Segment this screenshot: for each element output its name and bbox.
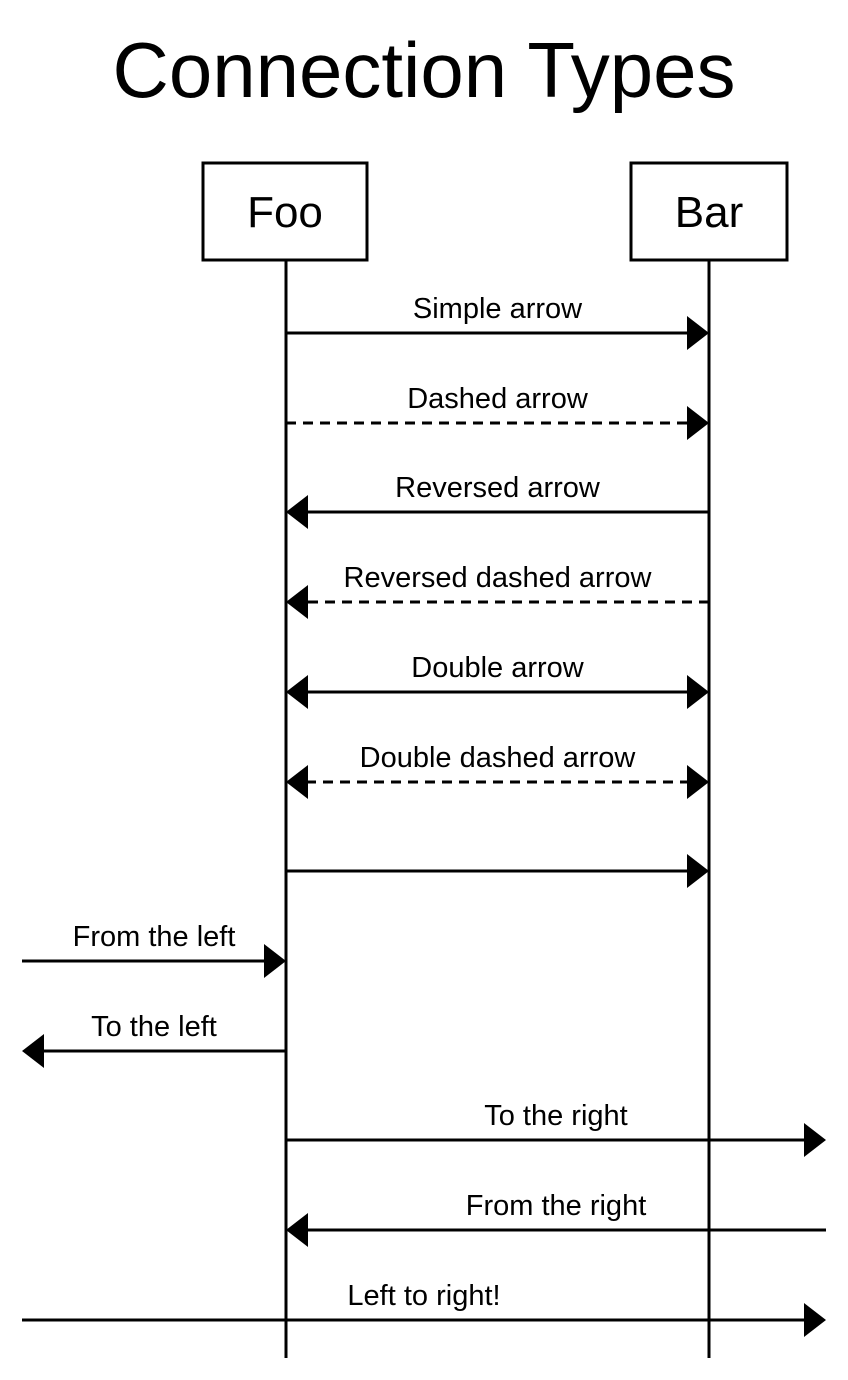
participant-label: Bar [675,188,743,237]
connection-label: Left to right! [347,1280,500,1312]
connection: Left to right! [22,1280,826,1337]
connection-label: To the right [484,1100,627,1132]
connection-label: To the left [91,1011,217,1043]
arrowhead [286,585,308,619]
connection: To the left [22,1011,286,1068]
arrowhead [264,944,286,978]
arrowhead [286,495,308,529]
participant-box [629,161,789,262]
participant-boxes: Foo Bar [201,161,789,262]
arrowhead [286,765,308,799]
arrowhead [687,765,709,799]
arrowhead [687,406,709,440]
connection [286,854,709,888]
connection: Reversed dashed arrow [286,562,709,619]
arrowhead [687,316,709,350]
arrowhead [22,1034,44,1068]
connection: Simple arrow [286,293,709,350]
arrowhead [286,1213,308,1247]
connection-label: Double dashed arrow [360,742,637,774]
connection-label: From the right [466,1190,647,1222]
arrowhead [687,675,709,709]
connection-label: Double arrow [411,652,585,684]
connection: Dashed arrow [286,383,709,440]
connection: Double arrow [286,652,709,709]
participant-box [201,161,369,262]
arrowhead [804,1123,826,1157]
lifelines [284,260,711,1358]
connection: From the left [22,921,286,978]
connection: Reversed arrow [286,472,709,529]
participant-label: Foo [247,188,323,237]
connection-label: Simple arrow [413,293,583,325]
arrowhead [286,675,308,709]
diagram-title: Connection Types [112,26,736,114]
arrowhead [804,1303,826,1337]
connection-label: Dashed arrow [407,383,589,415]
connection-label: Reversed arrow [395,472,601,504]
connection-label: Reversed dashed arrow [344,562,653,594]
arrowhead [687,854,709,888]
connection: To the right [286,1100,826,1157]
connection: From the right [286,1190,826,1247]
connection: Double dashed arrow [286,742,709,799]
connection-label: From the left [73,921,236,953]
participant-bar: Bar [629,161,789,262]
participant-foo: Foo [201,161,369,262]
